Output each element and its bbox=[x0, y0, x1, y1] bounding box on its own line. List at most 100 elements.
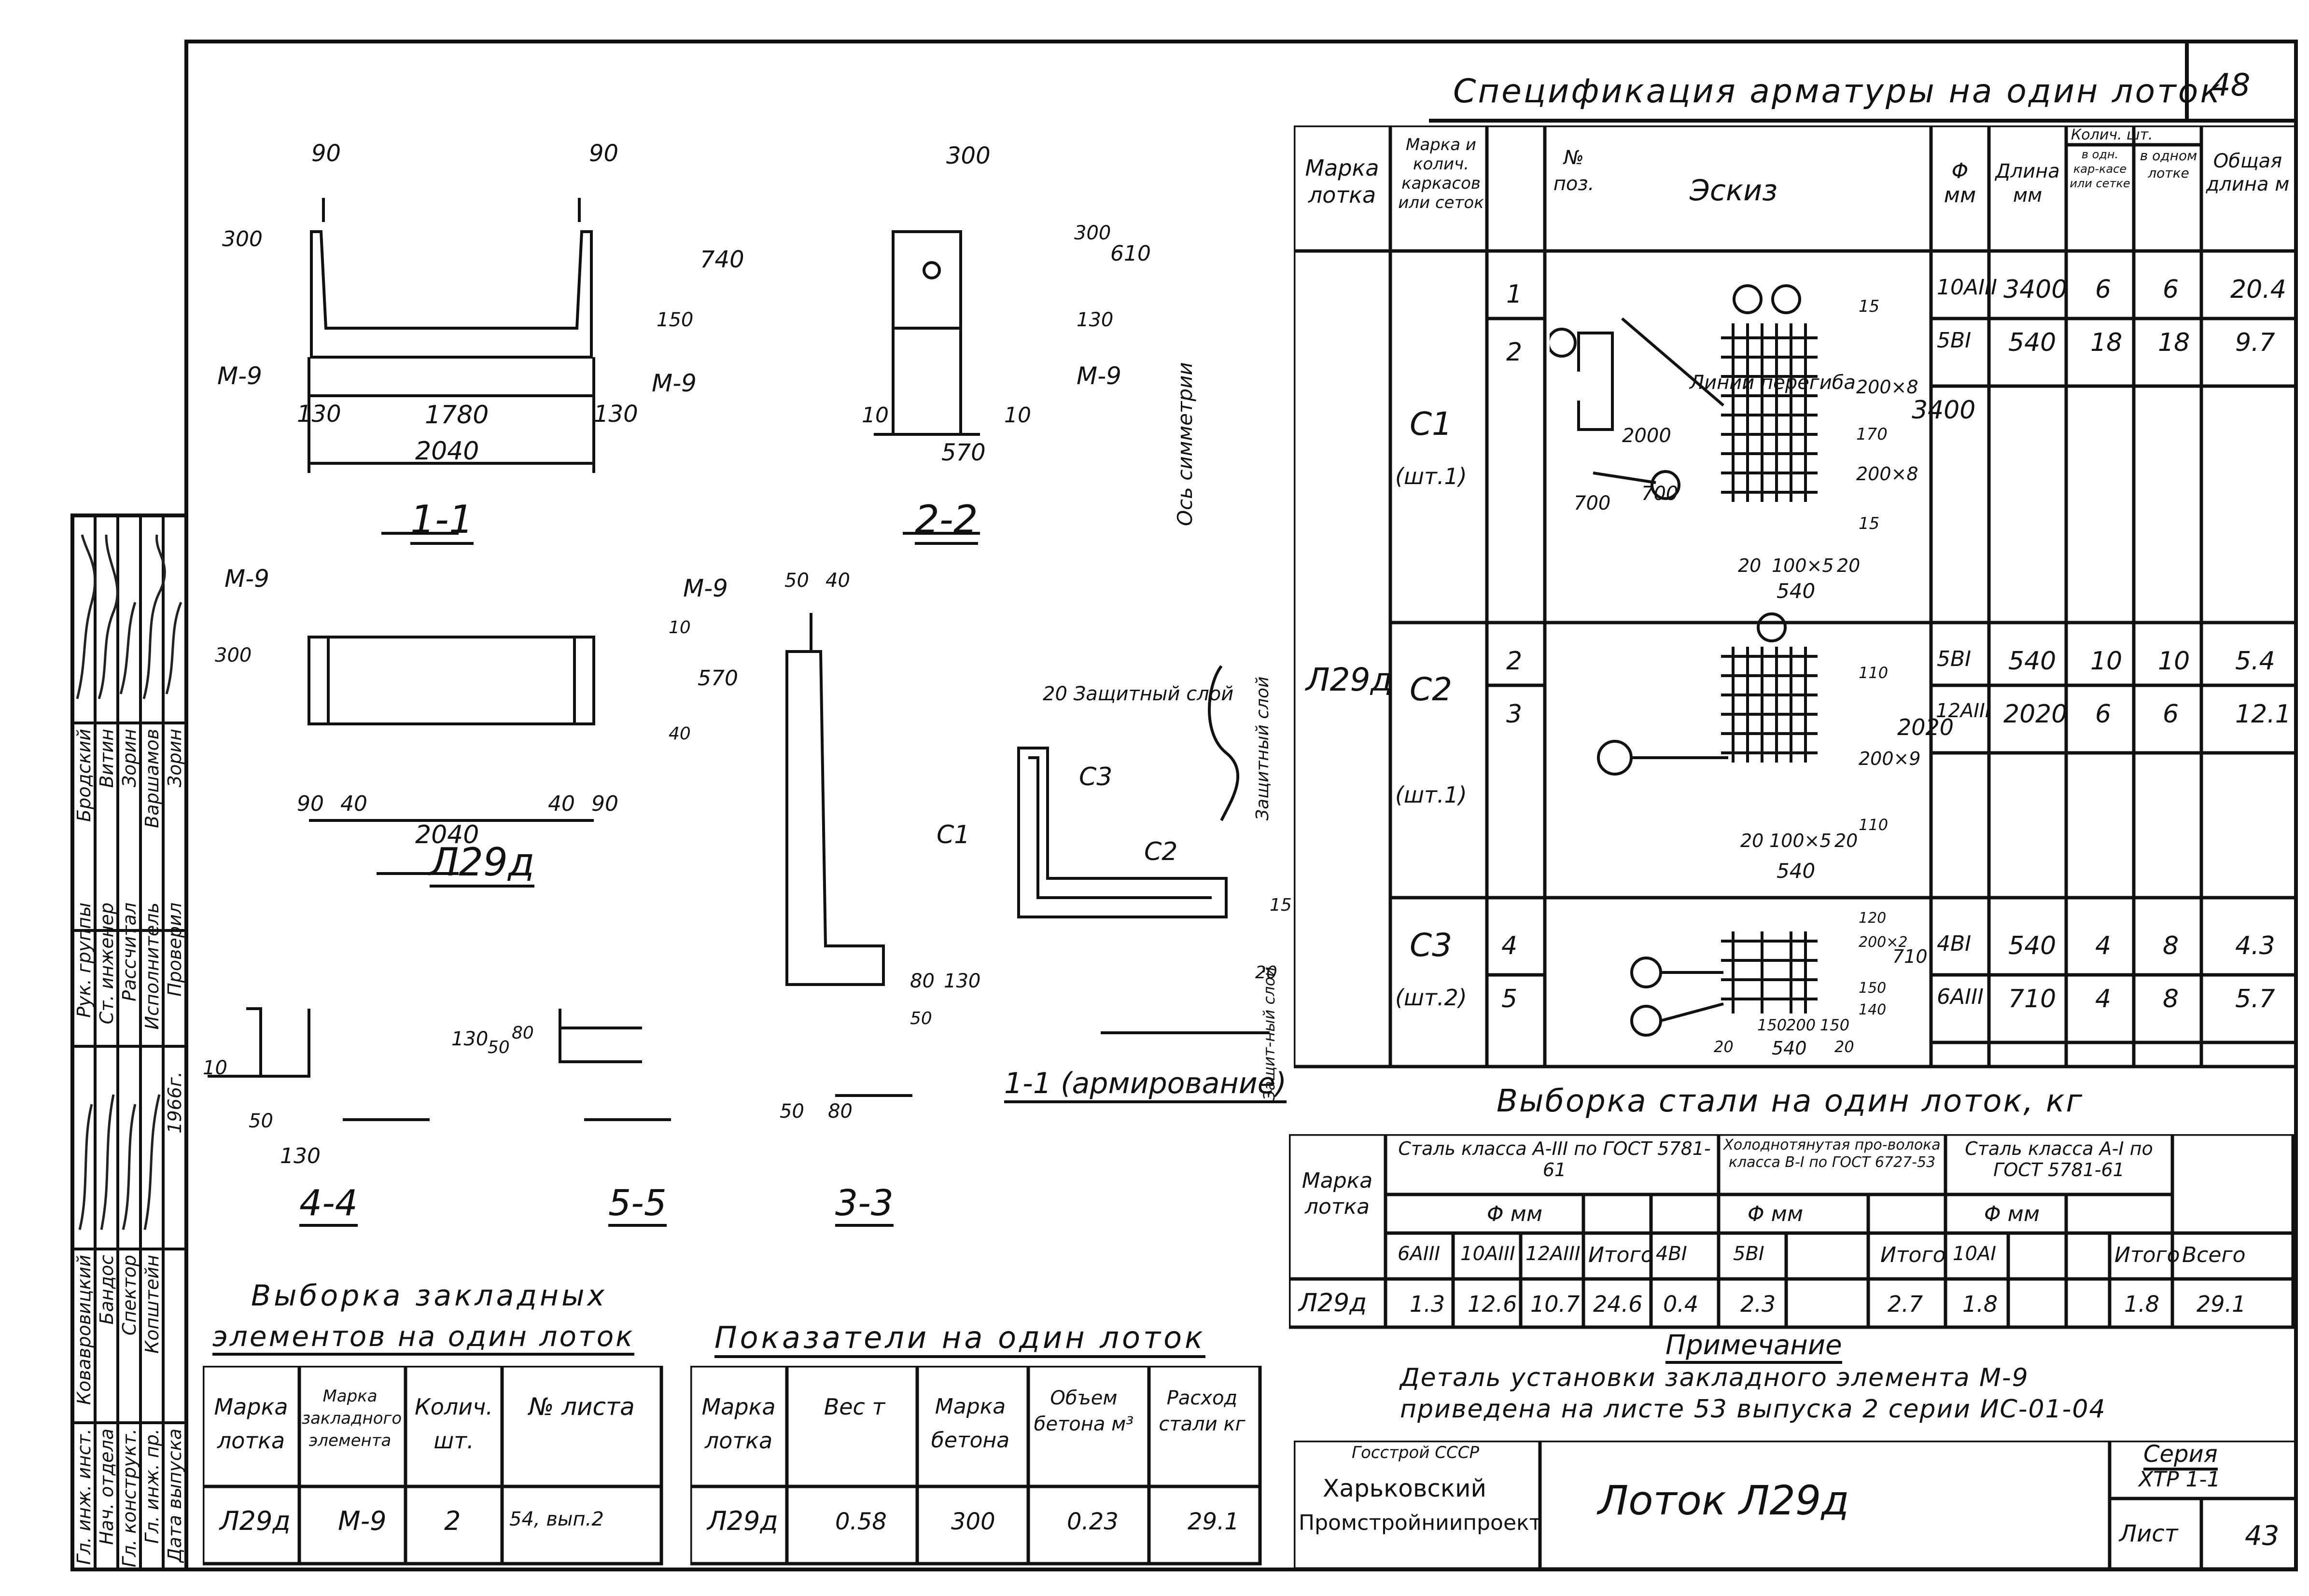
indicators-cell: 29.1 bbox=[1188, 1508, 1239, 1535]
sketch-dim: 140 bbox=[1859, 1001, 1887, 1018]
dim-label: 50 bbox=[780, 1100, 804, 1123]
dim-label: 10 bbox=[203, 1057, 227, 1079]
spec-pos: 5 bbox=[1501, 985, 1518, 1013]
m9-label: М-9 bbox=[652, 369, 697, 397]
sketch-dim: 20 bbox=[1834, 1038, 1854, 1056]
steel-cell: 2.3 bbox=[1740, 1291, 1776, 1317]
dim-label: 1780 bbox=[425, 401, 489, 430]
dim-label: 10 bbox=[669, 618, 691, 638]
dim-label: 740 bbox=[700, 246, 744, 273]
spec-length: 2020 bbox=[2003, 700, 2068, 729]
indicators-header: Вес т bbox=[824, 1394, 885, 1420]
section-label-3-3: 3-3 bbox=[835, 1182, 894, 1227]
spec-group-count: (шт.1) bbox=[1395, 463, 1467, 489]
spec-header-qty-frame: в одн. кар-касе или сетке bbox=[2070, 148, 2130, 190]
sketch-dim: 20 bbox=[1738, 555, 1762, 576]
dim-label: 50 bbox=[488, 1038, 510, 1057]
cover-label: 20 Защитный слой bbox=[1043, 683, 1234, 705]
dim-label: 90 bbox=[591, 791, 618, 816]
indicators-header: Объем бетона м³ bbox=[1034, 1387, 1134, 1435]
sketch-dim: 100×5 bbox=[1772, 555, 1834, 576]
dim-label: 130 bbox=[944, 970, 981, 992]
spec-header-frames: Марка и колич. каркасов или сеток bbox=[1398, 135, 1484, 212]
frame-label-c2: С2 bbox=[1144, 837, 1178, 866]
steel-col: 10АIII bbox=[1460, 1243, 1515, 1265]
steel-col: Итого bbox=[1588, 1243, 1654, 1267]
spec-qty-frame: 6 bbox=[2095, 275, 2112, 304]
dim-label: 130 bbox=[594, 401, 638, 428]
stamp-title: Лоток Л29д bbox=[1598, 1477, 1849, 1524]
sketch-dim: 150 bbox=[1820, 1016, 1850, 1034]
sketch-dim: 700 bbox=[1574, 492, 1611, 514]
steel-col: 10АI bbox=[1953, 1243, 1997, 1265]
spec-pos: 3 bbox=[1506, 700, 1523, 729]
spec-group-name: С1 bbox=[1410, 405, 1453, 443]
dim-label: 50 bbox=[784, 569, 809, 592]
axis-label: Ось симметрии bbox=[1173, 362, 1197, 526]
embedded-title-1: Выборка закладных bbox=[251, 1279, 608, 1313]
dim-label: 2040 bbox=[415, 820, 479, 849]
frame-label-c1: С1 bbox=[937, 820, 970, 849]
embedded-cell: М-9 bbox=[338, 1506, 387, 1536]
spec-table-grid bbox=[1294, 125, 2296, 1069]
sketch-dim: 150 bbox=[1757, 1016, 1787, 1034]
dim-label: 80 bbox=[910, 970, 935, 992]
m9-label: М-9 bbox=[217, 362, 262, 390]
stamp-org-1: Госстрой СССР bbox=[1352, 1443, 1479, 1462]
spec-qty-frame: 4 bbox=[2095, 931, 2112, 960]
embedded-table-grid bbox=[203, 1366, 663, 1566]
dim-label: 10 bbox=[862, 403, 889, 428]
spec-total: 9.7 bbox=[2235, 328, 2275, 357]
steel-col: 12АIII bbox=[1525, 1243, 1581, 1265]
stamp-sheet: 43 bbox=[2245, 1520, 2280, 1552]
dim-label: 40 bbox=[340, 791, 367, 816]
embedded-cell: 54, вып.2 bbox=[509, 1508, 604, 1530]
spec-total: 4.3 bbox=[2235, 931, 2275, 960]
dim-label: 50 bbox=[249, 1110, 273, 1132]
section-label-5-5: 5-5 bbox=[608, 1182, 667, 1227]
spec-qty-frame: 18 bbox=[2090, 328, 2123, 357]
spec-title: Спецификация арматуры на один лоток bbox=[1453, 72, 2222, 111]
sketch-dim: 540 bbox=[1777, 579, 1816, 603]
cover-label: Защит-ный слой bbox=[1260, 967, 1278, 1100]
dim-label: 150 bbox=[657, 309, 694, 331]
sketch-dim: 200×9 bbox=[1859, 748, 1921, 769]
sketch-dim: 15 bbox=[1859, 514, 1880, 533]
dim-label: 90 bbox=[297, 791, 324, 816]
dim-label: 130 bbox=[451, 1028, 489, 1050]
frame-label-c3: С3 bbox=[1079, 763, 1113, 791]
sketch-dim: 110 bbox=[1859, 664, 1889, 682]
steel-cell: 2.7 bbox=[1888, 1291, 1923, 1317]
sketch-dim: 200×8 bbox=[1856, 376, 1918, 398]
spec-pos: 4 bbox=[1501, 931, 1518, 960]
steel-cell: 1.8 bbox=[1962, 1291, 1998, 1317]
dim-label: 130 bbox=[280, 1144, 321, 1168]
sketch-dim: 700 bbox=[1641, 483, 1679, 505]
embedded-title-2: элементов на один лоток bbox=[212, 1320, 635, 1356]
m9-label: М-9 bbox=[683, 574, 728, 602]
sketch-dim: 200×2 bbox=[1859, 934, 1908, 951]
m9-label: М-9 bbox=[1077, 362, 1121, 390]
spec-total: 12.1 bbox=[2235, 700, 2291, 729]
steel-cell: Л29д bbox=[1299, 1289, 1367, 1318]
sketch-dim: 170 bbox=[1856, 425, 1888, 444]
sketch-dim: 100×5 bbox=[1769, 830, 1832, 851]
dim-label: 40 bbox=[669, 724, 691, 744]
spec-header-qty: Колич. шт. bbox=[2071, 126, 2153, 143]
spec-dia: 12АIII bbox=[1936, 700, 1991, 722]
spec-header-pos: № поз. bbox=[1553, 147, 1595, 195]
section-label-arm: 1-1 (армирование) bbox=[1004, 1067, 1287, 1103]
dim-label: 20 bbox=[1255, 963, 1277, 983]
indicators-cell: 300 bbox=[951, 1508, 995, 1535]
sketch-dim: 540 bbox=[1777, 859, 1816, 883]
spec-qty-trough: 6 bbox=[2163, 275, 2179, 304]
stamp-org-2: Харьковский bbox=[1323, 1474, 1487, 1502]
spec-total: 5.7 bbox=[2235, 985, 2275, 1013]
embedded-cell: 2 bbox=[444, 1506, 461, 1536]
steel-header-g2: Холоднотянутая про-волока класса В-I по … bbox=[1723, 1137, 1941, 1171]
dim-label: 80 bbox=[828, 1100, 853, 1123]
note-line-1: Деталь установки закладного элемента М-9 bbox=[1400, 1363, 2029, 1392]
steel-col: Итого bbox=[1880, 1243, 1946, 1267]
sketch-bend-lines: Линии перегиба bbox=[1690, 372, 1856, 394]
